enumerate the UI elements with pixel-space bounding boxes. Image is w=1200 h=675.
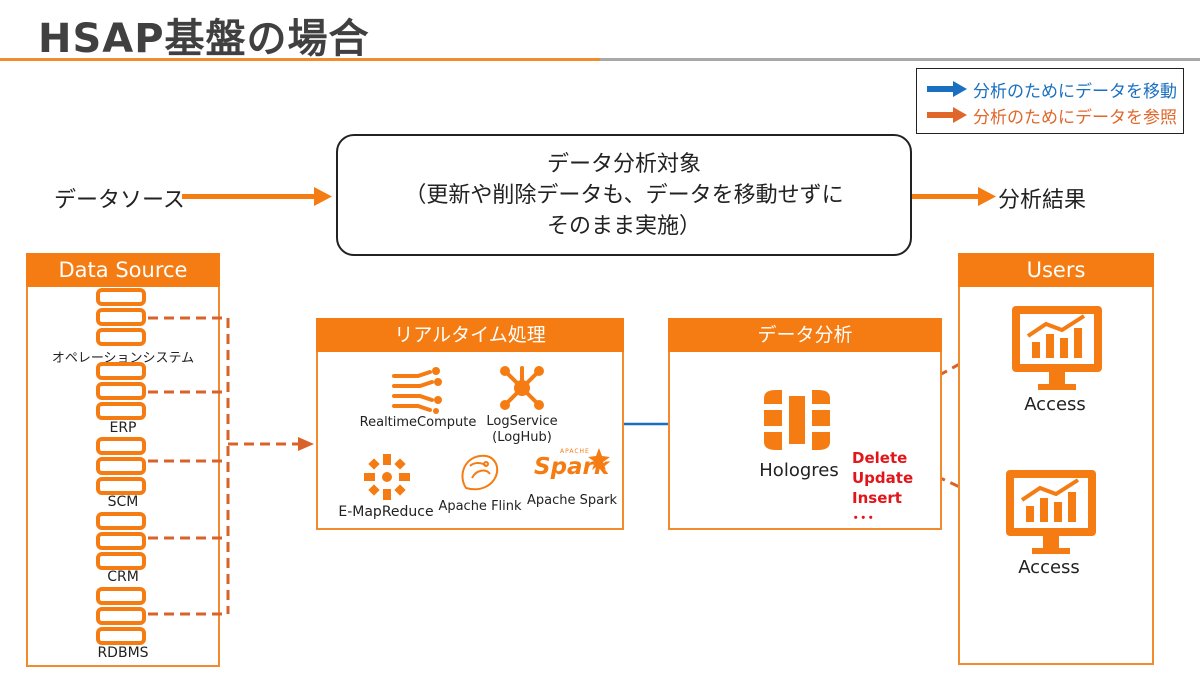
op-insert: Insert — [852, 489, 902, 507]
emapreduce-label: E-MapReduce — [338, 504, 434, 520]
legend-move-row: 分析のためにデータを移動 — [927, 77, 1177, 102]
server-icon — [96, 362, 146, 420]
analysis-target-box: データ分析対象 （更新や削除データも、データを移動せずに そのまま実施） — [336, 134, 912, 256]
source-item-label: SCM — [107, 494, 139, 510]
source-to-target-arrow — [182, 187, 332, 206]
realtime-compute-label: RealtimeCompute — [359, 415, 477, 430]
hologres-icon — [764, 390, 830, 450]
blue-arrow-icon — [927, 81, 967, 97]
realtime-panel: リアルタイム処理 — [316, 318, 624, 530]
dml-ops: Delete Update Insert ･･･ — [852, 448, 913, 528]
source-item-label: オペレーションシステム — [51, 351, 195, 366]
op-update: Update — [852, 469, 914, 487]
legend: 分析のためにデータを移動 分析のためにデータを参照 — [916, 68, 1184, 134]
title-divider — [0, 58, 1200, 61]
target-line-1: データ分析対象 — [546, 151, 701, 177]
flink-icon — [461, 454, 499, 491]
spark-label: Apache Spark — [527, 493, 617, 508]
target-to-result-arrow — [912, 187, 996, 206]
monitor-chart-icon — [1012, 306, 1102, 390]
page-title: HSAP基盤の場合 — [38, 16, 370, 62]
result-label: 分析結果 — [998, 188, 1087, 213]
emapreduce-icon — [364, 454, 410, 500]
user-access-label: Access — [1024, 394, 1086, 415]
target-line-2: （更新や削除データも、データを移動せずに — [404, 182, 844, 208]
data-source-title: Data Source — [26, 253, 220, 287]
hologres-label: Hologres — [759, 460, 839, 481]
source-item-label: CRM — [107, 569, 139, 585]
flink-label: Apache Flink — [438, 499, 522, 514]
legend-move-label: 分析のためにデータを移動 — [973, 81, 1177, 102]
log-service-label: LogService — [486, 414, 558, 429]
server-icon — [96, 437, 146, 495]
legend-reference-row: 分析のためにデータを参照 — [927, 103, 1177, 128]
realtime-compute-icon — [392, 367, 442, 414]
orange-arrow-icon — [927, 107, 967, 123]
realtime-title: リアルタイム処理 — [316, 318, 624, 352]
target-line-3: そのまま実施） — [546, 213, 701, 239]
log-service-icon — [500, 366, 544, 410]
monitor-chart-icon — [1006, 470, 1096, 554]
source-item-label: ERP — [109, 420, 137, 436]
server-icon — [96, 587, 146, 645]
arrow-head — [298, 437, 314, 451]
spark-logo-small: APACHE — [560, 448, 590, 455]
source-label: データソース — [54, 188, 185, 213]
legend-reference-label: 分析のためにデータを参照 — [973, 107, 1177, 128]
op-delete: Delete — [852, 449, 908, 467]
op-more: ･･･ — [852, 509, 875, 527]
analysis-title: データ分析 — [668, 318, 942, 352]
users-title: Users — [958, 253, 1154, 287]
user-access-label: Access — [1018, 557, 1080, 578]
server-icon — [96, 288, 146, 346]
source-item-label: RDBMS — [97, 645, 149, 661]
log-service-sublabel: (LogHub) — [492, 430, 552, 445]
spark-icon: APACHE Spark — [534, 448, 614, 488]
spark-star-icon — [588, 448, 610, 470]
server-icon — [96, 512, 146, 570]
